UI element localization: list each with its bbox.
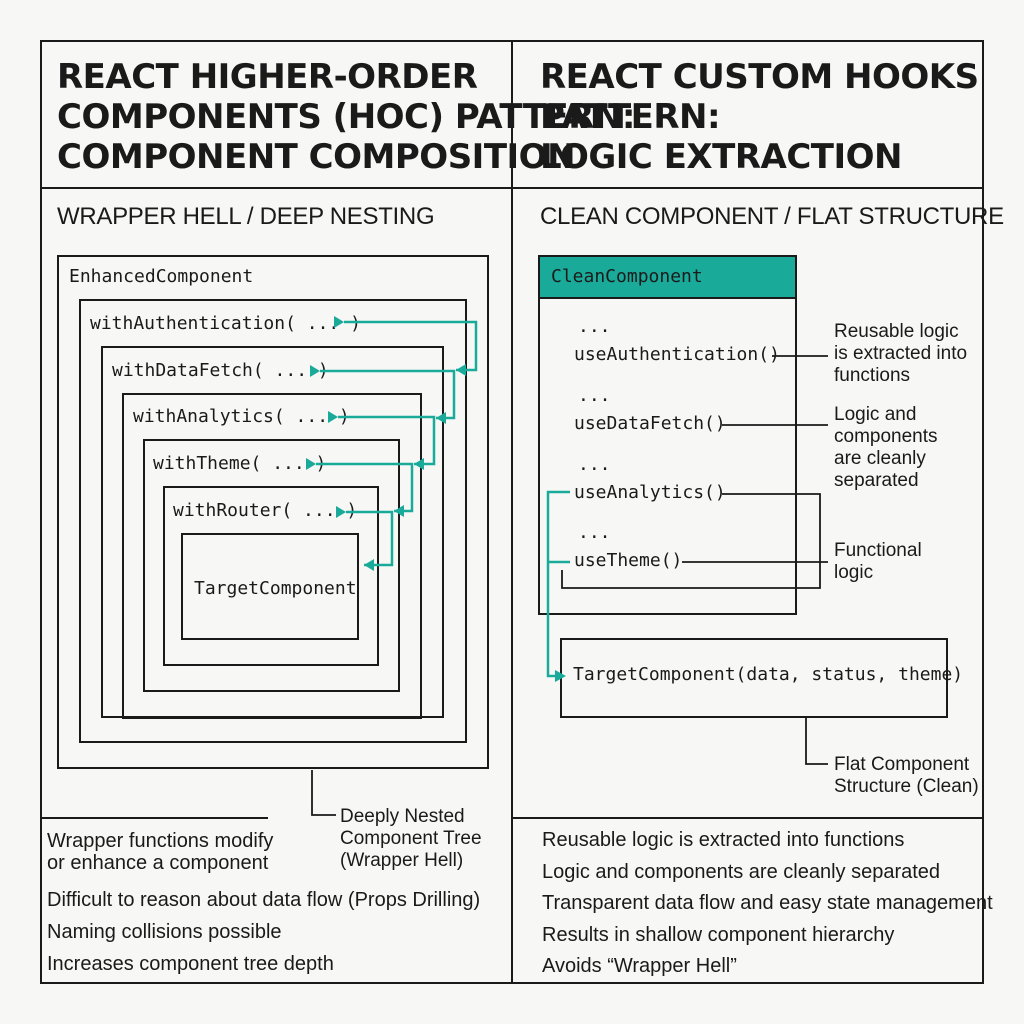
note-line: are cleanly — [834, 448, 926, 469]
with-analytics-label: withAnalytics( ... ) — [133, 406, 350, 427]
note-reusable-logic: Reusable logic is extracted into functio… — [834, 321, 967, 387]
note-line: Flat Component — [834, 754, 970, 775]
right-title-line: LOGIC EXTRACTION — [540, 137, 902, 177]
right-title-line: PATTERN: — [540, 97, 721, 137]
left-bullet: Increases component tree depth — [47, 953, 334, 975]
right-bullet: Avoids “Wrapper Hell” — [542, 955, 737, 977]
note-line: Functional — [834, 540, 922, 561]
callout-line: Component Tree — [340, 828, 482, 849]
left-subtitle: WRAPPER HELL / DEEP NESTING — [57, 203, 435, 230]
note-line: Reusable logic — [834, 321, 959, 342]
note-line: is extracted into — [834, 343, 968, 364]
hook-ellipsis: ... — [578, 454, 611, 475]
target-component-box — [181, 533, 359, 640]
hook-use-authentication: useAuthentication() — [574, 344, 780, 365]
clean-component-header — [540, 257, 795, 299]
left-title: REACT HIGHER-ORDER COMPONENTS (HOC) PATT… — [57, 57, 635, 177]
description-line: Wrapper functions modify — [47, 830, 274, 852]
with-theme-label: withTheme( ... ) — [153, 453, 327, 474]
center-divider — [511, 40, 513, 984]
right-title: REACT CUSTOM HOOKS PATTERN: LOGIC EXTRAC… — [540, 57, 979, 177]
right-title-line: REACT CUSTOM HOOKS — [540, 57, 979, 97]
enhanced-component-box — [57, 255, 489, 769]
right-target-component-label: TargetComponent(data, status, theme) — [573, 664, 964, 685]
note-line: functions — [834, 365, 911, 386]
note-line: Structure (Clean) — [834, 776, 979, 797]
left-title-line: COMPONENT COMPOSITION — [57, 137, 576, 177]
right-bullet: Transparent data flow and easy state man… — [542, 892, 993, 914]
title-divider — [40, 187, 984, 189]
note-functional-logic: Functional logic — [834, 540, 922, 584]
callout-line: (Wrapper Hell) — [340, 850, 464, 871]
flat-structure-note: Flat Component Structure (Clean) — [834, 754, 979, 798]
hook-use-theme: useTheme() — [574, 550, 683, 571]
with-router-label: withRouter( ... ) — [173, 500, 358, 521]
with-authentication-box — [79, 299, 467, 743]
left-bullet: Naming collisions possible — [47, 921, 282, 943]
enhanced-component-label: EnhancedComponent — [69, 266, 254, 287]
with-authentication-label: withAuthentication( ... ) — [90, 313, 361, 334]
note-separated: Logic and components are cleanly separat… — [834, 404, 938, 492]
left-bullet: Difficult to reason about data flow (Pro… — [47, 889, 481, 911]
with-data-fetch-label: withDataFetch( ... ) — [112, 360, 329, 381]
hook-ellipsis: ... — [578, 385, 611, 406]
right-bullet: Reusable logic is extracted into functio… — [542, 829, 905, 851]
target-component-label: TargetComponent — [194, 578, 357, 599]
right-bottom-divider — [513, 817, 984, 819]
hook-use-data-fetch: useDataFetch() — [574, 413, 726, 434]
callout-line: Deeply Nested — [340, 806, 465, 827]
clean-component-label: CleanComponent — [551, 266, 703, 287]
left-title-line: COMPONENTS (HOC) PATTERN: — [57, 97, 635, 137]
right-bullet: Results in shallow component hierarchy — [542, 924, 895, 946]
deeply-nested-callout: Deeply Nested Component Tree (Wrapper He… — [340, 806, 482, 872]
note-line: logic — [834, 562, 874, 583]
hook-ellipsis: ... — [578, 522, 611, 543]
description-line: or enhance a component — [47, 852, 269, 874]
hook-use-analytics: useAnalytics() — [574, 482, 726, 503]
note-line: separated — [834, 470, 919, 491]
hook-ellipsis: ... — [578, 316, 611, 337]
note-line: Logic and — [834, 404, 917, 425]
right-subtitle: CLEAN COMPONENT / FLAT STRUCTURE — [540, 203, 1004, 230]
with-analytics-box — [122, 393, 422, 719]
with-router-box — [163, 486, 379, 666]
right-bullet: Logic and components are cleanly separat… — [542, 861, 941, 883]
with-theme-box — [143, 439, 400, 692]
left-description: Wrapper functions modify or enhance a co… — [47, 830, 273, 874]
note-line: components — [834, 426, 938, 447]
left-title-line: REACT HIGHER-ORDER — [57, 57, 478, 97]
clean-component-box — [538, 255, 797, 615]
left-bottom-divider — [40, 817, 268, 819]
